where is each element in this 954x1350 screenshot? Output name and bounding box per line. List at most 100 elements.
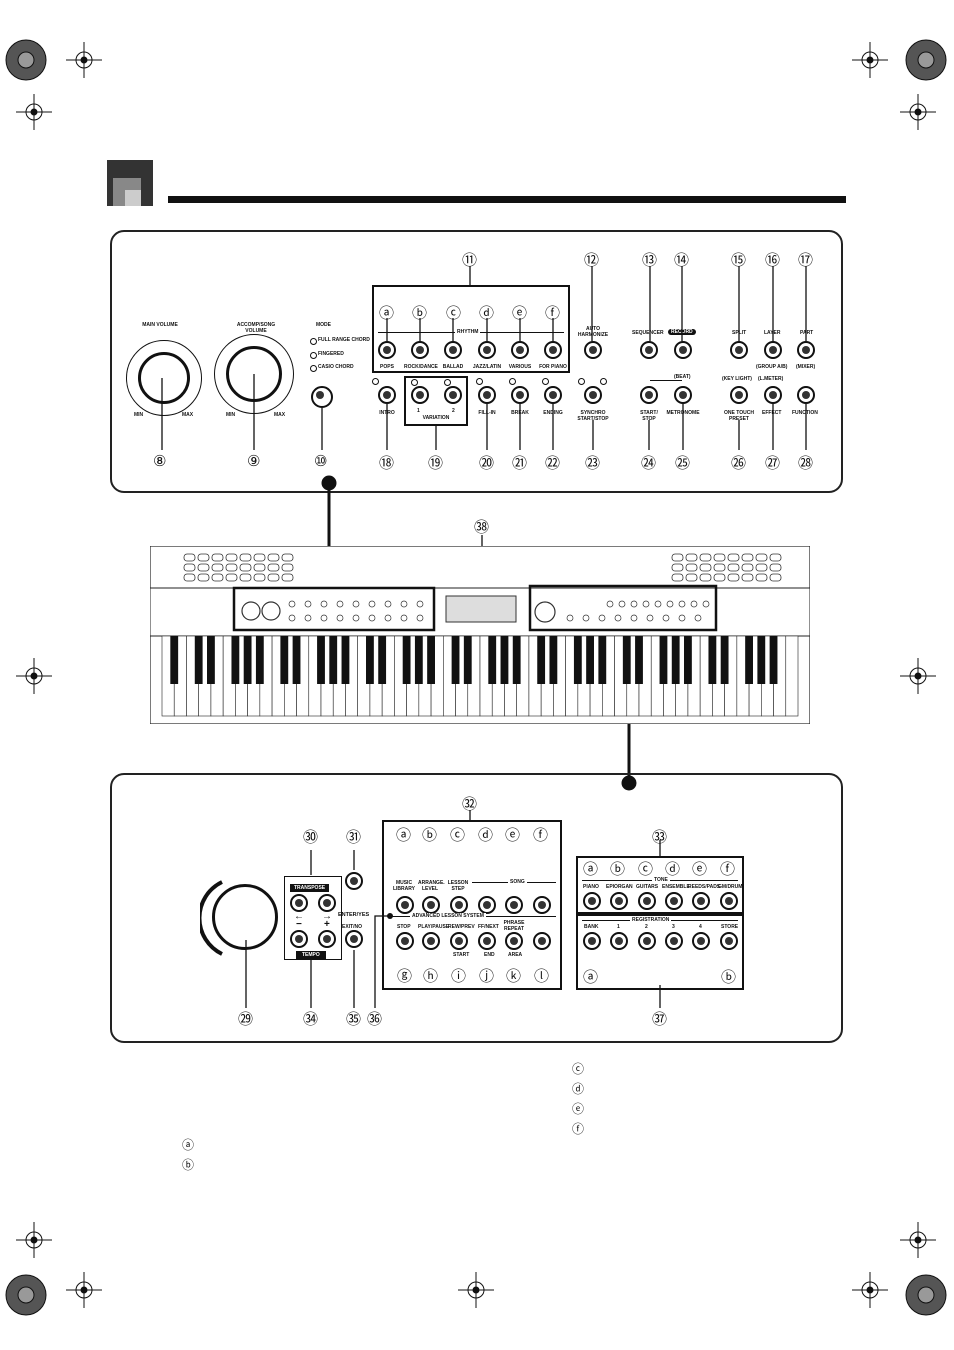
metronome-button[interactable] bbox=[674, 386, 692, 404]
ending-button[interactable] bbox=[544, 386, 562, 404]
lesson-button-l[interactable] bbox=[533, 932, 551, 950]
mini-button bbox=[336, 600, 344, 608]
crop-mark-dot bbox=[866, 56, 874, 64]
arrange-level-button[interactable] bbox=[422, 896, 440, 914]
speaker-hole bbox=[239, 553, 252, 562]
music-library-button[interactable] bbox=[396, 896, 414, 914]
layer-button[interactable] bbox=[764, 341, 782, 359]
speaker-hole bbox=[699, 553, 712, 562]
tone-letter-e: ⓔ bbox=[692, 860, 708, 878]
one-touch-preset-button[interactable] bbox=[730, 386, 748, 404]
callout-14: ⑭ bbox=[674, 251, 690, 269]
speaker-hole bbox=[671, 553, 684, 562]
piano-tone-button[interactable] bbox=[583, 892, 601, 910]
crop-mark-dot bbox=[914, 672, 922, 680]
letter-a: ⓐ bbox=[379, 304, 395, 322]
for-piano-button[interactable] bbox=[544, 341, 562, 359]
exit-no-button[interactable] bbox=[345, 930, 363, 948]
break-button[interactable] bbox=[511, 386, 529, 404]
part-button[interactable] bbox=[797, 341, 815, 359]
auto-harmonize-button[interactable] bbox=[584, 341, 602, 359]
lesson-step-button[interactable] bbox=[450, 896, 468, 914]
speaker-hole bbox=[239, 573, 252, 582]
start-label: START bbox=[453, 952, 470, 958]
crop-mark-dot bbox=[80, 56, 88, 64]
fill-in-button[interactable] bbox=[478, 386, 496, 404]
bank-button[interactable] bbox=[583, 932, 601, 950]
crop-mark-circle bbox=[909, 667, 927, 685]
enter-yes-button[interactable] bbox=[345, 872, 363, 890]
crop-mark-circle bbox=[909, 1231, 927, 1249]
split-button[interactable] bbox=[730, 341, 748, 359]
gm-drum-tone-button[interactable] bbox=[720, 892, 738, 910]
transpose-up-button[interactable] bbox=[318, 894, 336, 912]
various-button[interactable] bbox=[511, 341, 529, 359]
song-button-f[interactable] bbox=[533, 896, 551, 914]
end-label: END bbox=[484, 952, 495, 958]
speaker-hole bbox=[727, 573, 740, 582]
ballad-button[interactable] bbox=[444, 341, 462, 359]
black-key bbox=[488, 636, 497, 684]
mini-button bbox=[694, 614, 702, 622]
rhythm-label: RHYTHM bbox=[455, 329, 481, 335]
song-button-e[interactable] bbox=[505, 896, 523, 914]
black-key bbox=[341, 636, 350, 684]
various-label: VARIOUS bbox=[508, 364, 532, 370]
mini-button bbox=[288, 600, 296, 608]
color-wheel-mark bbox=[917, 51, 935, 69]
dial-knob[interactable] bbox=[212, 884, 278, 950]
guitars-tone-button[interactable] bbox=[638, 892, 656, 910]
start-stop-button[interactable] bbox=[640, 386, 658, 404]
callout-25: ㉕ bbox=[675, 454, 691, 472]
black-key bbox=[366, 636, 374, 684]
tempo-down-button[interactable] bbox=[290, 930, 308, 948]
reg-3-button[interactable] bbox=[665, 932, 683, 950]
crop-mark-circle bbox=[25, 103, 43, 121]
reg-1-button[interactable] bbox=[610, 932, 628, 950]
ff-next-button[interactable] bbox=[478, 932, 496, 950]
rock-dance-button[interactable] bbox=[411, 341, 429, 359]
record-button[interactable] bbox=[674, 341, 692, 359]
mode-button[interactable] bbox=[311, 386, 333, 408]
mini-button bbox=[630, 614, 638, 622]
synchro-start-stop-button[interactable] bbox=[584, 386, 602, 404]
reeds-pads-tone-button[interactable] bbox=[692, 892, 710, 910]
reg-4-button[interactable] bbox=[692, 932, 710, 950]
function-button[interactable] bbox=[797, 386, 815, 404]
speaker-hole bbox=[253, 573, 266, 582]
callout-38: ㊳ bbox=[474, 518, 490, 536]
effect-button[interactable] bbox=[764, 386, 782, 404]
play-pause-button[interactable] bbox=[422, 932, 440, 950]
jazz-latin-label: JAZZ/LATIN bbox=[472, 364, 502, 370]
reg-2-button[interactable] bbox=[638, 932, 656, 950]
accomp-volume-min: MIN bbox=[226, 412, 236, 418]
jazz-latin-button[interactable] bbox=[478, 341, 496, 359]
rew-prev-button[interactable] bbox=[450, 932, 468, 950]
store-button[interactable] bbox=[720, 932, 738, 950]
ending-label: ENDING bbox=[543, 410, 563, 416]
song-button-d[interactable] bbox=[478, 896, 496, 914]
ending-led bbox=[542, 378, 549, 385]
phrase-repeat-button[interactable] bbox=[505, 932, 523, 950]
main-volume-knob[interactable] bbox=[138, 352, 190, 404]
speaker-hole bbox=[769, 573, 782, 582]
black-key bbox=[769, 636, 778, 684]
variation-1-button[interactable] bbox=[411, 386, 429, 404]
song-letter-a: ⓐ bbox=[396, 826, 412, 844]
stop-button[interactable] bbox=[396, 932, 414, 950]
intro-button[interactable] bbox=[378, 386, 396, 404]
sequencer-button[interactable] bbox=[640, 341, 658, 359]
transpose-label: TRANSPOSE bbox=[290, 884, 330, 892]
registration-label: REGISTRATION bbox=[630, 917, 672, 923]
speaker-hole bbox=[253, 553, 266, 562]
black-key bbox=[684, 636, 692, 684]
reg-4-label: 4 bbox=[699, 924, 702, 930]
epiorgan-tone-button[interactable] bbox=[610, 892, 628, 910]
crop-mark-dot bbox=[30, 108, 38, 116]
variation-2-button[interactable] bbox=[444, 386, 462, 404]
accomp-volume-knob[interactable] bbox=[226, 346, 282, 402]
transpose-down-button[interactable] bbox=[290, 894, 308, 912]
ensemble-tone-button[interactable] bbox=[665, 892, 683, 910]
tempo-up-button[interactable] bbox=[318, 930, 336, 948]
pops-button[interactable] bbox=[378, 341, 396, 359]
